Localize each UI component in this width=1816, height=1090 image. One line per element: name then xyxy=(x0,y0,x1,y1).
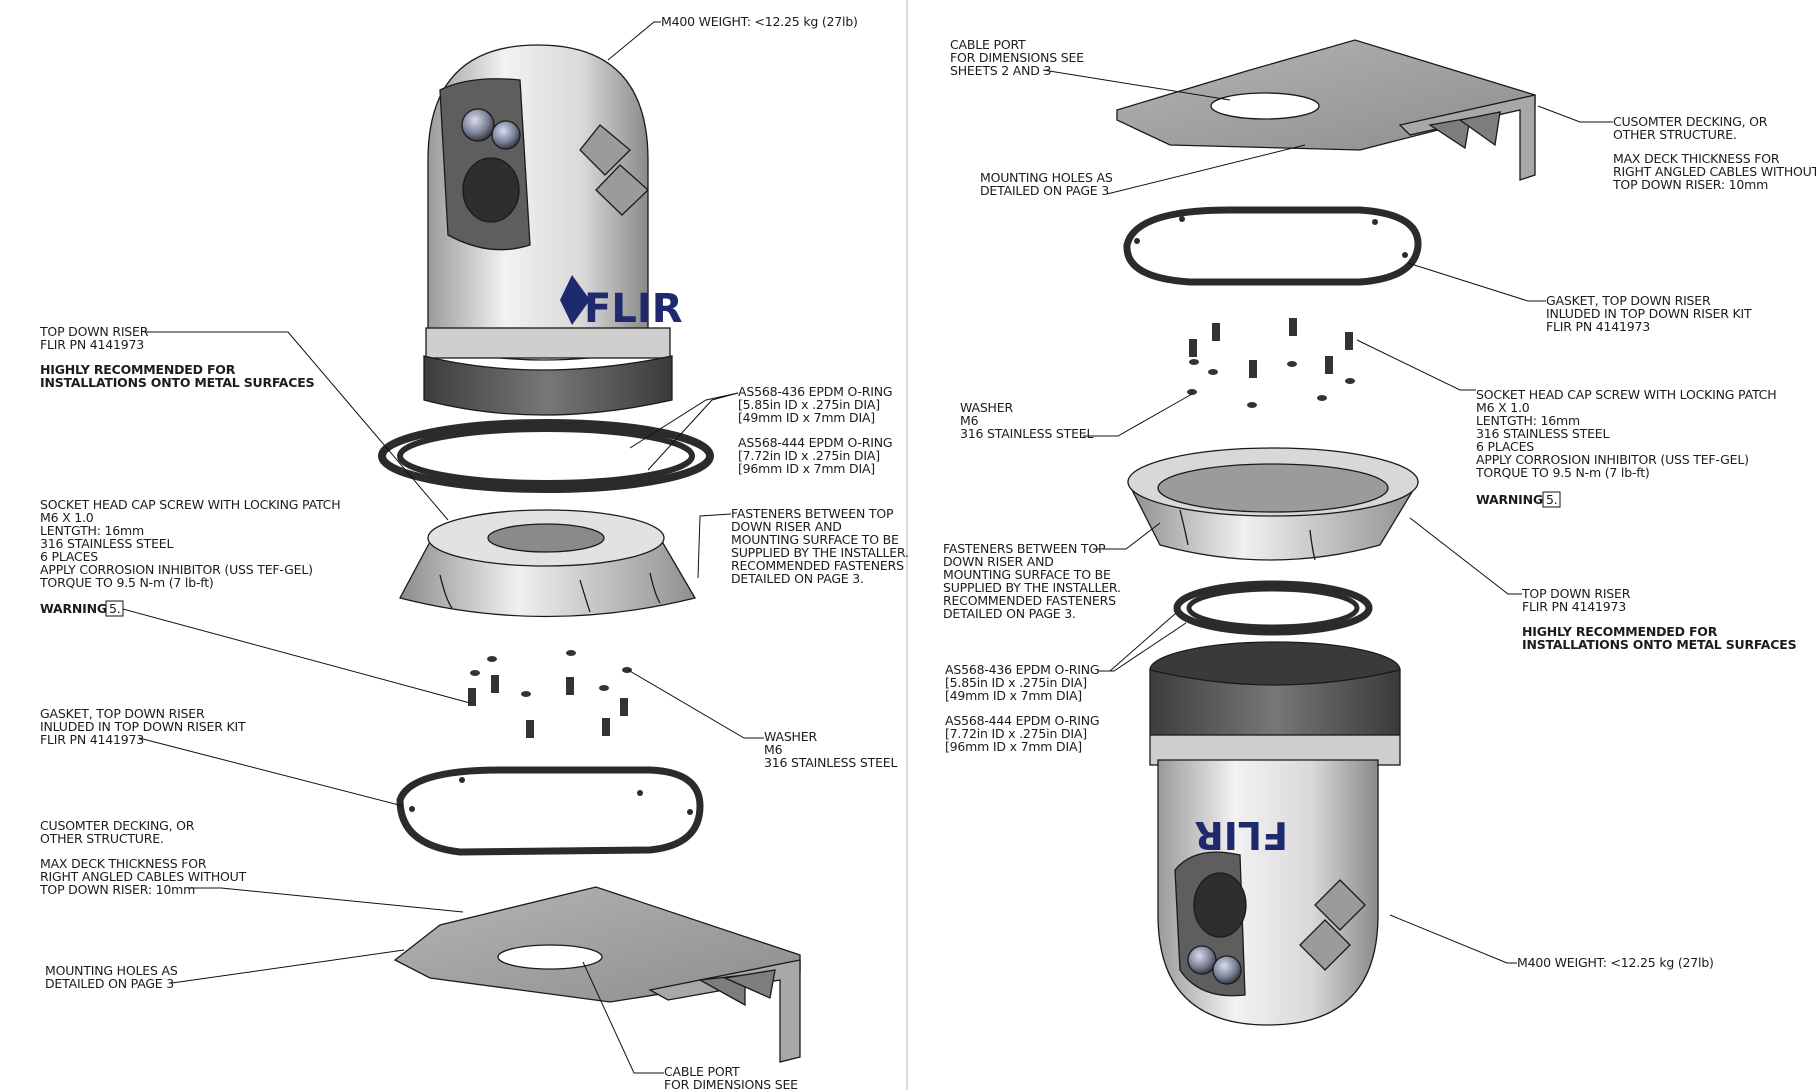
right-gasket-label: GASKET, TOP DOWN RISER INLUDED IN TOP DO… xyxy=(1546,293,1755,334)
left-washer-label: WASHER M6 316 STAINLESS STEEL xyxy=(764,729,897,770)
right-gasket xyxy=(1123,206,1422,286)
left-oring-436-label: AS568-436 EPDM O-RING [5.85in ID x .275i… xyxy=(738,384,896,425)
left-warning-number: 5. xyxy=(109,601,121,616)
left-view: FLIR xyxy=(39,14,913,1090)
leader-fasteners xyxy=(697,513,732,579)
left-deck-thickness-label: MAX DECK THICKNESS FOR RIGHT ANGLED CABL… xyxy=(39,856,250,897)
left-oring-444-label: AS568-444 EPDM O-RING [7.72in ID x .275i… xyxy=(738,435,896,476)
right-screw-label: SOCKET HEAD CAP SCREW WITH LOCKING PATCH… xyxy=(1475,387,1780,480)
right-camera: FLIR xyxy=(1149,641,1401,1026)
r-leader-riser xyxy=(1409,517,1522,595)
left-orings xyxy=(378,419,714,493)
right-warning-number: 5. xyxy=(1546,492,1558,507)
left-gasket-label: GASKET, TOP DOWN RISER INLUDED IN TOP DO… xyxy=(40,706,249,747)
right-decking-label: CUSOMTER DECKING, OR OTHER STRUCTURE. xyxy=(1613,114,1771,142)
left-camera: FLIR xyxy=(423,44,683,416)
leader-weight xyxy=(607,21,661,61)
left-warning-label: WARNING xyxy=(40,601,107,616)
r-leader-deck xyxy=(1537,105,1613,123)
leader-riser xyxy=(145,331,449,521)
right-deck-thickness-label: MAX DECK THICKNESS FOR RIGHT ANGLED CABL… xyxy=(1612,151,1816,192)
leader-cable-port xyxy=(582,961,664,1074)
right-oring-444-label: AS568-444 EPDM O-RING [7.72in ID x .275i… xyxy=(945,713,1103,754)
right-flir-logo: FLIR xyxy=(1194,813,1288,857)
right-washer-label: WASHER M6 316 STAINLESS STEEL xyxy=(960,400,1093,441)
leader-screw xyxy=(122,608,471,704)
right-warning-box xyxy=(1542,491,1561,508)
right-fasteners xyxy=(1187,318,1355,408)
left-logo-mark xyxy=(560,275,590,325)
left-warning-box xyxy=(105,600,124,617)
right-riser-note: HIGHLY RECOMMENDED FOR INSTALLATIONS ONT… xyxy=(1522,624,1797,652)
r-leader-holes xyxy=(1106,144,1306,195)
right-oring-436-label: AS568-436 EPDM O-RING [5.85in ID x .275i… xyxy=(945,662,1103,703)
right-warning-label: WARNING xyxy=(1476,492,1543,507)
right-deck-bracket xyxy=(1116,39,1536,181)
r-leader-cable-port xyxy=(1042,69,1231,101)
left-screw-label: SOCKET HEAD CAP SCREW WITH LOCKING PATCH… xyxy=(39,497,344,590)
right-riser-label: TOP DOWN RISER FLIR PN 4141973 xyxy=(1521,586,1634,614)
right-weight-label: M400 WEIGHT: <12.25 kg (27lb) xyxy=(1517,955,1714,970)
right-riser xyxy=(1126,447,1420,561)
left-riser xyxy=(399,509,696,618)
left-cable-port-label: CABLE PORT FOR DIMENSIONS SEE xyxy=(664,1064,798,1090)
left-fasteners xyxy=(468,650,632,738)
left-decking-label: CUSOMTER DECKING, OR OTHER STRUCTURE. xyxy=(40,818,198,846)
left-mounting-holes-label: MOUNTING HOLES AS DETAILED ON PAGE 3 xyxy=(45,963,181,991)
r-leader-washer xyxy=(1083,393,1193,437)
leader-holes xyxy=(171,949,405,984)
r-leader-gasket xyxy=(1407,262,1546,302)
leader-deck xyxy=(189,887,464,913)
right-view: FLIR CABLE PORT FOR DIMENSIONS SEE SHEET… xyxy=(943,37,1816,1026)
left-gasket xyxy=(396,766,704,856)
right-cable-port-label: CABLE PORT FOR DIMENSIONS SEE SHEETS 2 A… xyxy=(950,37,1088,78)
leader-washer xyxy=(627,669,764,739)
leader-gasket xyxy=(138,737,404,807)
right-mounting-holes-label: MOUNTING HOLES AS DETAILED ON PAGE 3 xyxy=(980,170,1116,198)
left-fasteners-label: FASTENERS BETWEEN TOP DOWN RISER AND MOU… xyxy=(731,506,913,586)
left-deck-bracket xyxy=(393,886,801,1063)
left-weight-label: M400 WEIGHT: <12.25 kg (27lb) xyxy=(661,14,858,29)
left-flir-logo: FLIR xyxy=(584,286,683,332)
r-leader-screw xyxy=(1356,339,1476,391)
r-leader-weight xyxy=(1389,914,1517,964)
r-leader-fasteners xyxy=(1093,522,1161,550)
right-orings xyxy=(1173,580,1373,636)
right-fasteners-label: FASTENERS BETWEEN TOP DOWN RISER AND MOU… xyxy=(943,541,1125,621)
